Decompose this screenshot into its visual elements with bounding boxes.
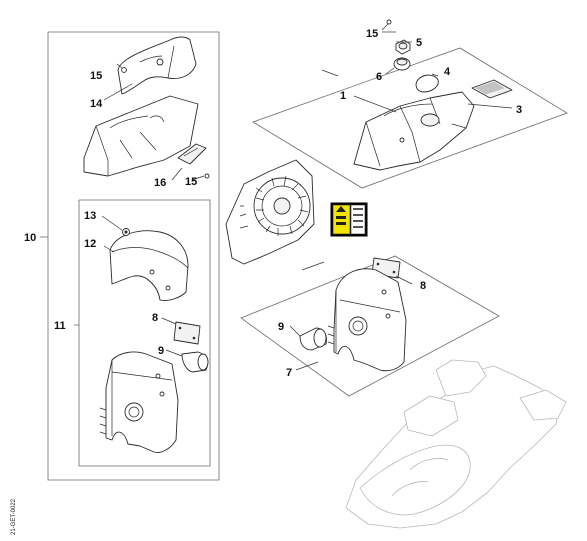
figure-code: 21-GET-0022 [11, 498, 17, 535]
group-frame-11 [78, 199, 211, 467]
part-14-shroud [117, 36, 197, 95]
part-9-knob-right [299, 327, 327, 351]
callout-7: 7 [286, 367, 292, 379]
callout-4: 4 [444, 66, 451, 78]
callout-11: 11 [54, 320, 66, 332]
part-11-lower-cover [99, 351, 179, 453]
part-15-screw-c [381, 19, 392, 31]
part-3-plate [471, 79, 513, 99]
callout-9-right: 9 [278, 321, 284, 333]
callout-5: 5 [416, 37, 422, 49]
callout-15-top-right: 15 [366, 28, 378, 40]
callout-numbers: 15 5 6 4 1 3 15 14 16 15 10 13 12 11 8 9… [24, 28, 522, 379]
part-1-top-cover [353, 91, 475, 171]
part-8-plate-left [173, 321, 201, 345]
callout-16: 16 [154, 177, 166, 189]
callout-8-right: 8 [420, 280, 426, 292]
fan-housing [225, 159, 315, 265]
callout-6: 6 [376, 71, 382, 83]
callout-13: 13 [84, 210, 96, 222]
callout-3: 3 [516, 104, 522, 116]
callout-10: 10 [24, 232, 36, 244]
part-12-cap [109, 230, 189, 301]
part-6-bushing [393, 57, 411, 71]
callout-14: 14 [90, 98, 103, 110]
callout-9-left: 9 [158, 345, 164, 357]
part-15-screw-b [204, 173, 210, 179]
part-4-plug [415, 74, 439, 93]
housing-cover-left [83, 95, 199, 177]
callout-15-left-top: 15 [90, 70, 102, 82]
group-frame-1 [252, 47, 568, 189]
group-frame-10 [47, 31, 220, 481]
callout-12: 12 [84, 238, 96, 250]
callout-15-left-mid: 15 [185, 176, 197, 188]
leader-lines [101, 31, 513, 371]
part-15-screw-a [116, 63, 127, 73]
part-13-knob [122, 228, 130, 236]
warning-label-sticker [330, 202, 368, 237]
callout-8-left: 8 [152, 312, 158, 324]
chainsaw-ghost-outline [345, 359, 567, 529]
part-5-nut [395, 39, 411, 55]
part-9-knob-left [181, 351, 209, 373]
callout-1: 1 [340, 90, 346, 102]
part-16-bracket [177, 143, 207, 165]
part-7-cover [327, 268, 407, 372]
group-frame-7 [240, 255, 500, 397]
